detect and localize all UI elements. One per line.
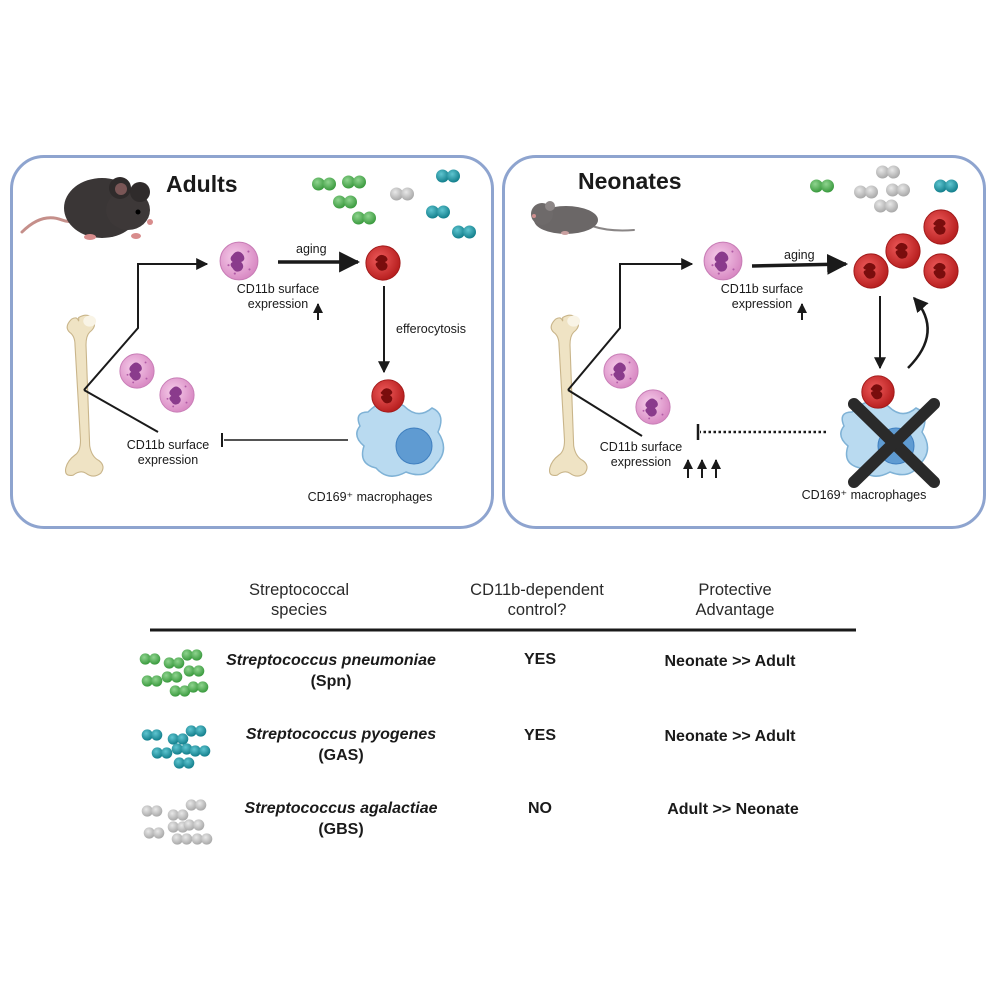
row-gas-control: YES xyxy=(523,727,556,744)
adult-mouse-icon xyxy=(20,177,153,240)
adult-circulating-neutrophil-icon xyxy=(219,241,259,281)
row-spn-control: YES xyxy=(523,651,556,668)
adult-aging-label: aging xyxy=(296,242,327,256)
gas-bacteria-icon xyxy=(141,725,211,769)
adults-title: Adults xyxy=(166,171,238,197)
neonate-marrow-neutrophil-icon xyxy=(635,389,671,425)
row-spn-species: Streptococcus pneumoniae (Spn) xyxy=(206,650,456,692)
cross-icon xyxy=(848,398,940,488)
neonates-title: Neonates xyxy=(578,168,682,194)
row-gbs-species: Streptococcus agalactiae (GBS) xyxy=(206,798,476,840)
gbs-bacteria-icon xyxy=(141,799,213,845)
neonate-aged-neutrophil-icon xyxy=(885,233,921,269)
neonate-cd11b-top-label: CD11b surface expression xyxy=(720,282,804,311)
neonate-release-arrow xyxy=(567,258,694,391)
adult-engulfed-neutrophil-icon xyxy=(371,379,405,413)
neonate-bacteria-cluster xyxy=(810,165,958,213)
species-abbr: (GBS) xyxy=(318,821,364,838)
species-abbr: (Spn) xyxy=(310,673,352,690)
neonate-bone-icon xyxy=(548,314,588,477)
neonate-aging-label: aging xyxy=(784,248,815,262)
adult-bone-icon xyxy=(64,314,104,477)
adult-bacteria-cluster xyxy=(312,169,476,239)
row-gas-species: Streptococcus pyogenes (GAS) xyxy=(206,724,476,766)
neonate-circulating-neutrophil-icon xyxy=(703,241,743,281)
species-name: Streptococcus pyogenes xyxy=(245,726,437,743)
neonate-aged-neutrophil-icon xyxy=(923,209,959,245)
neonate-aged-neutrophil-icon xyxy=(923,253,959,289)
adult-macrophages-label: CD169⁺ macrophages xyxy=(307,490,433,504)
neonate-uncleared-neutrophil-icon xyxy=(861,375,895,409)
adult-aged-neutrophil-icon xyxy=(365,245,401,281)
header-species: Streptococcal species xyxy=(249,581,349,619)
neonate-aged-neutrophil-icon xyxy=(853,253,889,289)
adult-cd11b-top-label: CD11b surface expression xyxy=(236,282,320,311)
adult-marrow-neutrophil-icon xyxy=(119,353,155,389)
neonate-cd11b-bottom-label: CD11b surface expression xyxy=(599,440,683,469)
adult-marrow-neutrophil-icon xyxy=(159,377,195,413)
row-spn-advantage: Neonate >> Adult xyxy=(664,653,796,670)
neonate-mouse-icon xyxy=(531,201,635,235)
neonate-macrophages-label: CD169⁺ macrophages xyxy=(801,488,927,502)
row-gbs-control: NO xyxy=(528,800,552,817)
neonate-marrow-neutrophil-icon xyxy=(603,353,639,389)
row-gas-advantage: Neonate >> Adult xyxy=(664,728,796,745)
adult-cd11b-bottom-label: CD11b surface expression xyxy=(126,438,210,467)
species-name: Streptococcus agalactiae xyxy=(244,800,438,817)
spn-bacteria-icon xyxy=(139,649,209,697)
neonate-aging-arrow xyxy=(751,253,849,275)
adult-release-arrow xyxy=(83,258,209,391)
species-abbr: (GAS) xyxy=(318,747,364,764)
row-gbs-advantage: Adult >> Neonate xyxy=(667,801,799,818)
header-control: CD11b-dependent control? xyxy=(470,581,604,619)
header-advantage: Protective Advantage xyxy=(695,581,775,619)
adult-macrophage-icon xyxy=(356,400,445,477)
species-name: Streptococcus pneumoniae xyxy=(226,652,436,669)
neonate-return-arrow xyxy=(907,296,929,369)
adult-efferocytosis-label: efferocytosis xyxy=(396,322,466,336)
